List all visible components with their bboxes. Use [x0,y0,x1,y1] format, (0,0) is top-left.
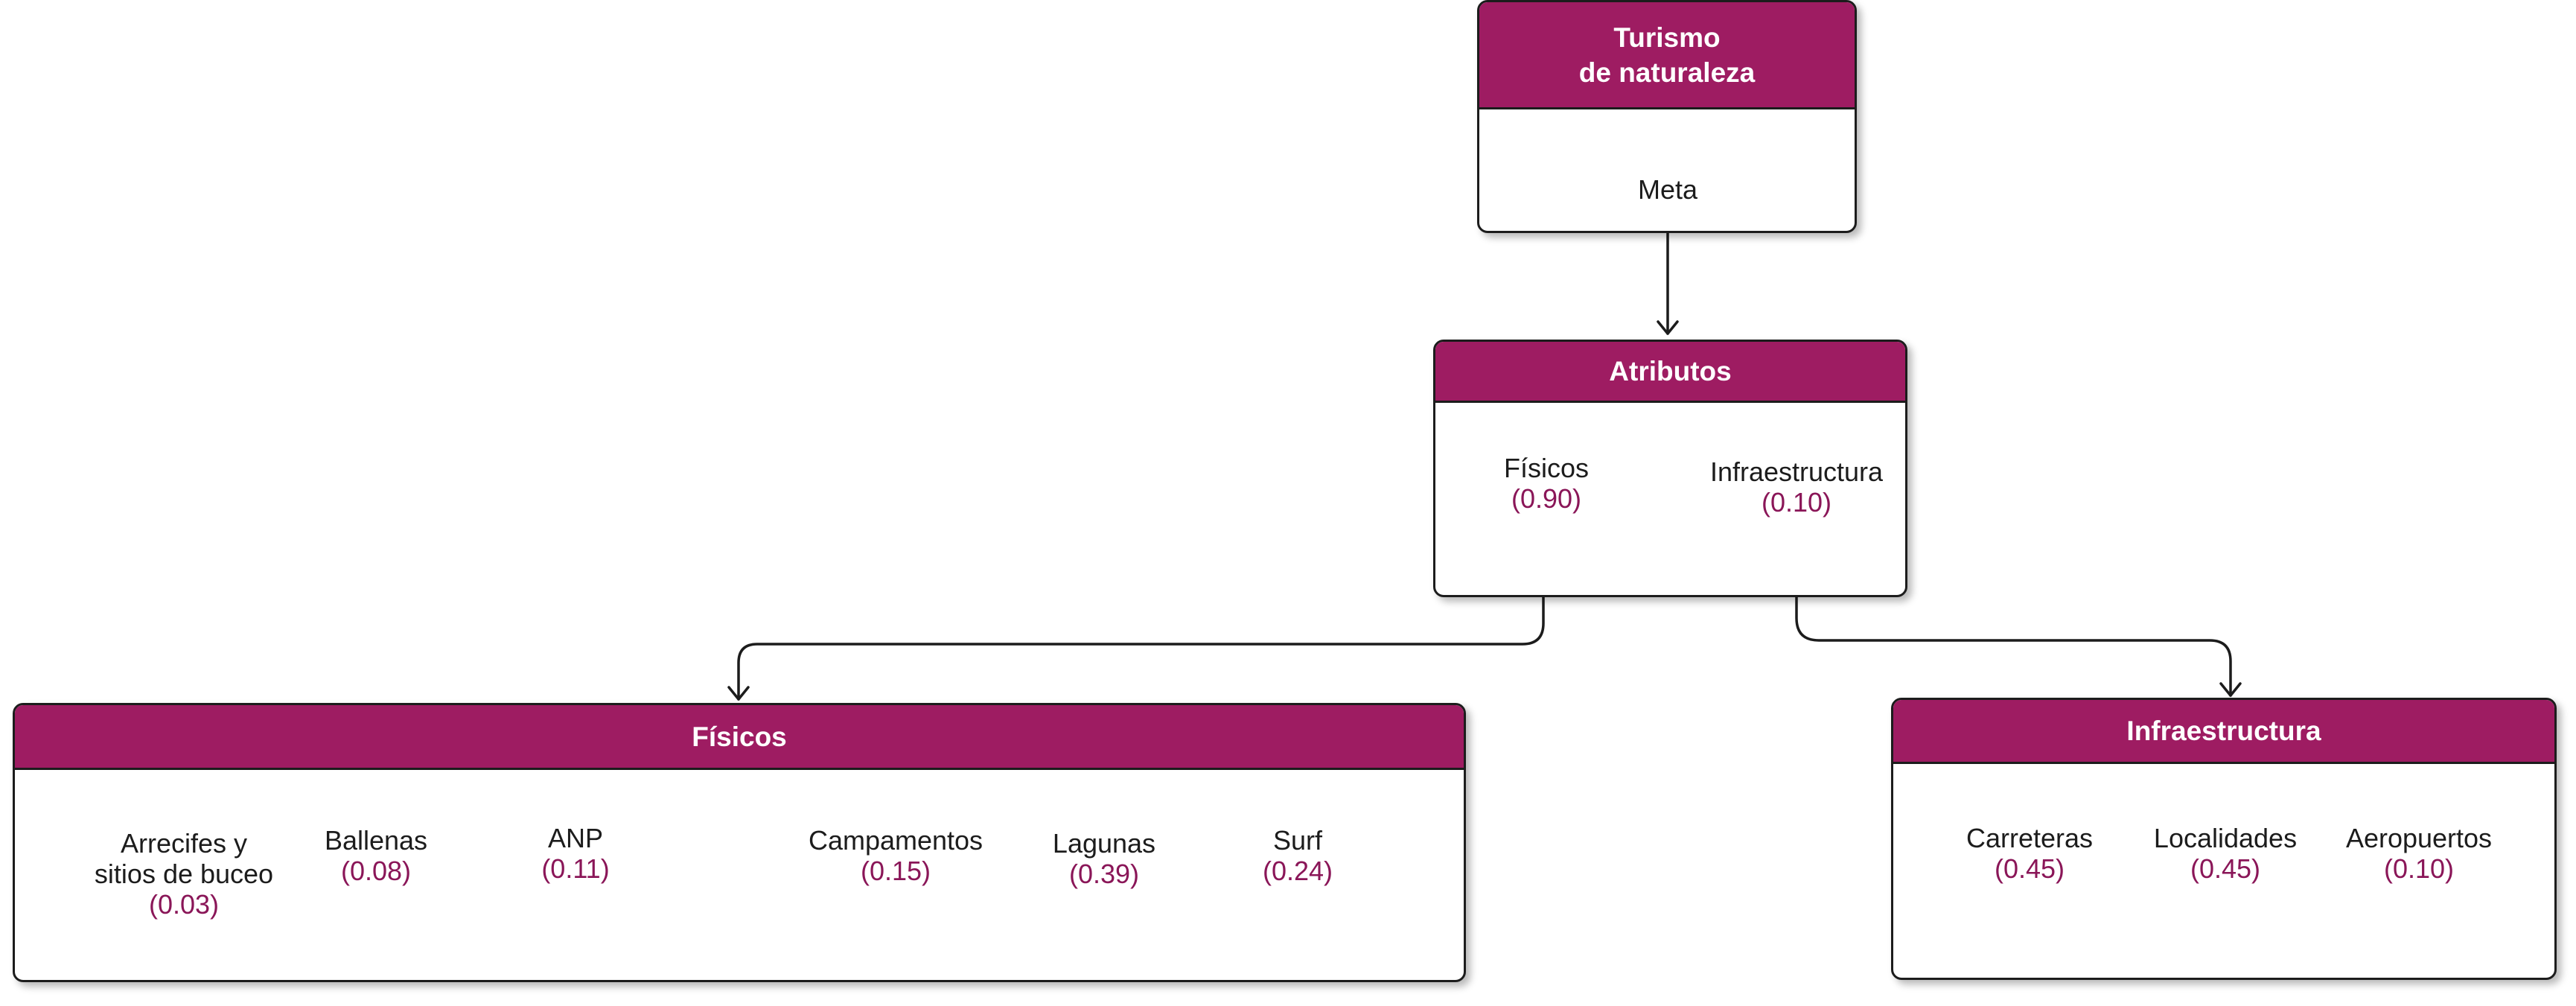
attribute-infraestructura-name: Infraestructura [1709,456,1884,487]
infrastructure-box: Infraestructura [1891,698,2557,980]
physical-item-arrecifes: Arrecifes y sitios de buceo (0.03) [95,828,273,920]
infrastructure-title: Infraestructura [2126,716,2321,746]
infra-item-localidades: Localidades (0.45) [2154,823,2297,884]
physical-item-anp-name: ANP [547,823,604,853]
attribute-fisicos-name: Físicos [1503,453,1590,483]
goal-box: Turismo de naturaleza [1477,0,1857,233]
physical-item-anp: ANP (0.11) [541,823,609,884]
physical-item-campamentos-value: (0.15) [860,856,931,886]
physical-item-ballenas: Ballenas (0.08) [325,825,427,886]
physical-item-arrecifes-value: (0.03) [148,889,220,920]
physical-item-campamentos: Campamentos (0.15) [809,825,983,886]
physical-item-surf-name: Surf [1272,825,1323,856]
goal-title-line1: Turismo [1613,22,1721,53]
infra-item-aeropuertos-name: Aeropuertos [2345,823,2493,853]
attributes-header: Atributos [1435,342,1905,403]
physical-item-surf: Surf (0.24) [1263,825,1333,886]
meta-label-text: Meta [1637,174,1698,205]
physical-item-lagunas-value: (0.39) [1068,859,1140,889]
infra-item-aeropuertos-value: (0.10) [2383,853,2455,884]
physical-item-lagunas: Lagunas (0.39) [1053,828,1155,889]
attributes-title: Atributos [1609,356,1732,386]
infra-item-localidades-value: (0.45) [2190,853,2261,884]
arrow-fisicos-to-physical-box [727,686,750,701]
physical-item-ballenas-value: (0.08) [340,856,412,886]
physical-header: Físicos [15,705,1464,770]
physical-item-campamentos-name: Campamentos [808,825,983,856]
infra-item-localidades-name: Localidades [2153,823,2298,853]
arrow-infra-to-infra-box [2219,682,2242,697]
attribute-infraestructura: Infraestructura (0.10) [1710,456,1883,518]
attribute-fisicos: Físicos (0.90) [1504,453,1589,514]
attribute-infraestructura-value: (0.10) [1761,487,1832,518]
infra-item-carreteras-value: (0.45) [1994,853,2065,884]
connector-fisicos-to-physical-box [737,557,1545,701]
physical-box: Físicos [13,703,1466,982]
physical-item-ballenas-name: Ballenas [324,825,428,856]
attribute-fisicos-value: (0.90) [1511,483,1582,514]
physical-item-anp-value: (0.11) [541,853,610,884]
attributes-box: Atributos [1433,340,1907,597]
connector-infra-to-infra-box [1795,557,2232,697]
physical-item-arrecifes-line1: Arrecifes y [120,828,248,859]
infra-item-aeropuertos: Aeropuertos (0.10) [2346,823,2492,884]
infra-item-carreteras-name: Carreteras [1966,823,2094,853]
infra-item-carreteras: Carreteras (0.45) [1966,823,2093,884]
arrow-meta-to-attributes [1657,320,1679,335]
physical-item-surf-value: (0.24) [1262,856,1333,886]
physical-item-lagunas-name: Lagunas [1052,828,1156,859]
infrastructure-header: Infraestructura [1893,700,2554,764]
meta-label: Meta [1638,174,1697,205]
goal-header: Turismo de naturaleza [1479,2,1855,109]
physical-item-arrecifes-line2: sitios de buceo [94,859,274,889]
physical-title: Físicos [692,721,787,752]
goal-title-line2: de naturaleza [1578,57,1756,88]
